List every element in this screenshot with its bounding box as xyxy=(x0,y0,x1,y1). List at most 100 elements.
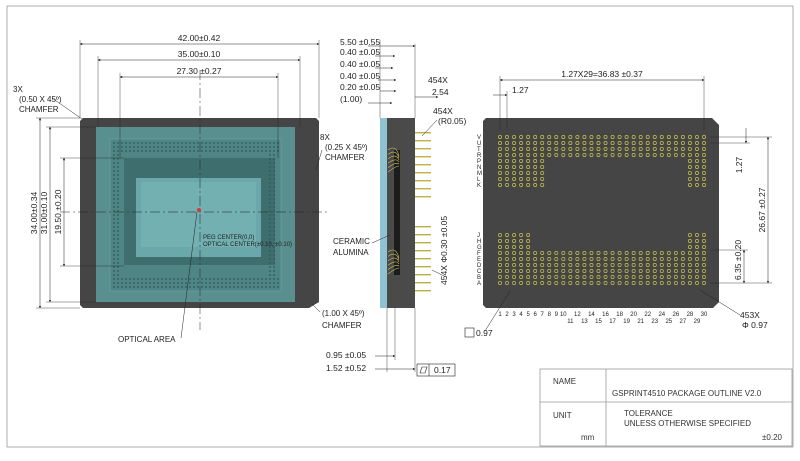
front-dot xyxy=(189,142,191,144)
bga-pad xyxy=(533,281,538,285)
front-dot xyxy=(113,210,115,212)
name-label: NAME xyxy=(553,377,576,386)
bga-pad xyxy=(582,275,587,279)
bga-pad xyxy=(575,251,580,255)
bga-pad xyxy=(526,257,531,261)
bga-pad xyxy=(526,171,531,175)
bga-pad xyxy=(512,159,517,163)
row-letter: B xyxy=(477,275,481,281)
side-bond-wires xyxy=(387,147,400,275)
side-pin xyxy=(415,290,431,292)
bga-pad xyxy=(589,257,594,261)
side-pin xyxy=(415,234,431,236)
pin-radius: (R0.05) xyxy=(438,116,467,126)
bga-pad xyxy=(540,171,545,175)
front-dot xyxy=(157,150,159,152)
bga-pad xyxy=(519,257,524,261)
bga-pad xyxy=(659,275,664,279)
bga-pad xyxy=(568,153,573,157)
pad-square-frame xyxy=(464,327,475,338)
bga-pad xyxy=(695,159,699,163)
bga-pad xyxy=(561,147,566,151)
bga-pad xyxy=(652,263,657,267)
column-number: 17 xyxy=(609,319,616,325)
bga-pad xyxy=(526,165,531,169)
front-dot xyxy=(145,282,147,284)
leader-chamfer-br xyxy=(311,303,321,313)
front-dot xyxy=(193,282,195,284)
bga-pad xyxy=(512,141,517,145)
bga-pad xyxy=(540,275,545,279)
bga-pad xyxy=(603,269,608,273)
bga-pad xyxy=(596,275,601,279)
bga-pad xyxy=(547,147,552,151)
front-dot xyxy=(117,230,119,232)
bga-pad xyxy=(610,147,615,151)
bga-pad xyxy=(680,281,685,285)
front-dot xyxy=(117,142,119,144)
bga-pad xyxy=(575,281,580,285)
pin-pitch: 2.54 xyxy=(432,87,449,97)
bga-pad xyxy=(673,269,678,273)
front-dot xyxy=(125,286,127,288)
front-dot xyxy=(117,246,119,248)
front-dot xyxy=(193,150,195,152)
front-dot xyxy=(129,146,131,148)
front-dot xyxy=(265,278,267,280)
front-dot xyxy=(273,234,275,236)
front-dot xyxy=(201,146,203,148)
bga-pad xyxy=(680,147,685,151)
bga-pad xyxy=(666,251,671,255)
front-dot xyxy=(273,198,275,200)
bga-pad xyxy=(645,153,650,157)
front-dot xyxy=(193,278,195,280)
front-dot xyxy=(273,186,275,188)
title-block-frame xyxy=(539,368,793,447)
bga-pad xyxy=(561,263,566,267)
bga-pad xyxy=(512,245,517,249)
bga-pad xyxy=(695,281,699,285)
front-dot xyxy=(269,170,271,172)
bga-pad xyxy=(695,275,699,279)
bga-pad xyxy=(575,269,580,273)
front-dot xyxy=(221,142,223,144)
front-dot xyxy=(209,278,211,280)
front-dot xyxy=(181,146,183,148)
bga-pad xyxy=(540,281,545,285)
front-dot xyxy=(273,150,275,152)
row-letter: H xyxy=(477,239,481,245)
front-dot xyxy=(269,186,271,188)
front-dot xyxy=(225,150,227,152)
bga-pad xyxy=(659,147,664,151)
bottom-dim-1: 0.95 ±0.05 xyxy=(326,350,366,360)
bga-pad xyxy=(687,153,692,157)
front-dot xyxy=(193,142,195,144)
side-pin xyxy=(415,148,431,150)
front-dot xyxy=(201,286,203,288)
front-dot xyxy=(229,282,231,284)
front-dot xyxy=(133,278,135,280)
column-number: 13 xyxy=(581,319,588,325)
bga-pad xyxy=(631,141,636,145)
front-pin-dots xyxy=(113,142,279,288)
front-dot xyxy=(117,162,119,164)
bga-pad xyxy=(505,239,509,243)
front-dot xyxy=(125,142,127,144)
bga-pad xyxy=(631,275,636,279)
bga-pad xyxy=(540,251,545,255)
bga-pad xyxy=(695,233,699,237)
front-dot xyxy=(125,282,127,284)
bga-pad xyxy=(596,257,601,261)
bga-pad xyxy=(561,257,566,261)
bga-pad xyxy=(666,275,671,279)
front-dot xyxy=(253,150,255,152)
front-dot xyxy=(141,150,143,152)
front-dot xyxy=(117,174,119,176)
bga-pad xyxy=(582,269,587,273)
material-line-1: CERAMIC xyxy=(333,237,370,246)
bga-pad xyxy=(645,141,650,145)
bga-pad xyxy=(554,269,559,273)
bga-pad xyxy=(526,281,531,285)
bga-pad xyxy=(687,177,692,181)
